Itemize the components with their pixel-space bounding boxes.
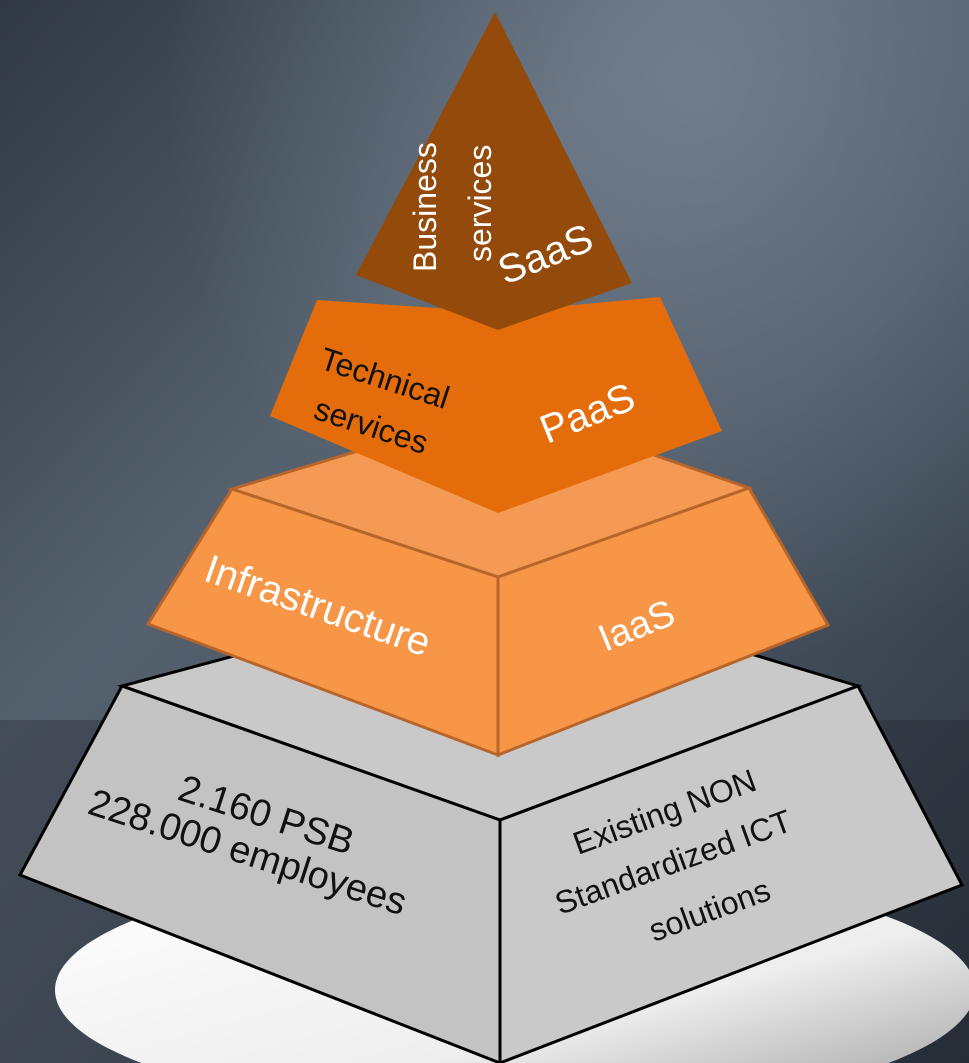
- base-left-face: [17, 684, 502, 1063]
- saas-label-line2: services: [462, 145, 498, 262]
- iaas-right-face: [496, 486, 831, 758]
- tier-saas: [356, 12, 632, 330]
- tier-paas: [270, 297, 722, 513]
- saas-label-line1: Business: [407, 142, 443, 272]
- base-right-face: [498, 684, 965, 1063]
